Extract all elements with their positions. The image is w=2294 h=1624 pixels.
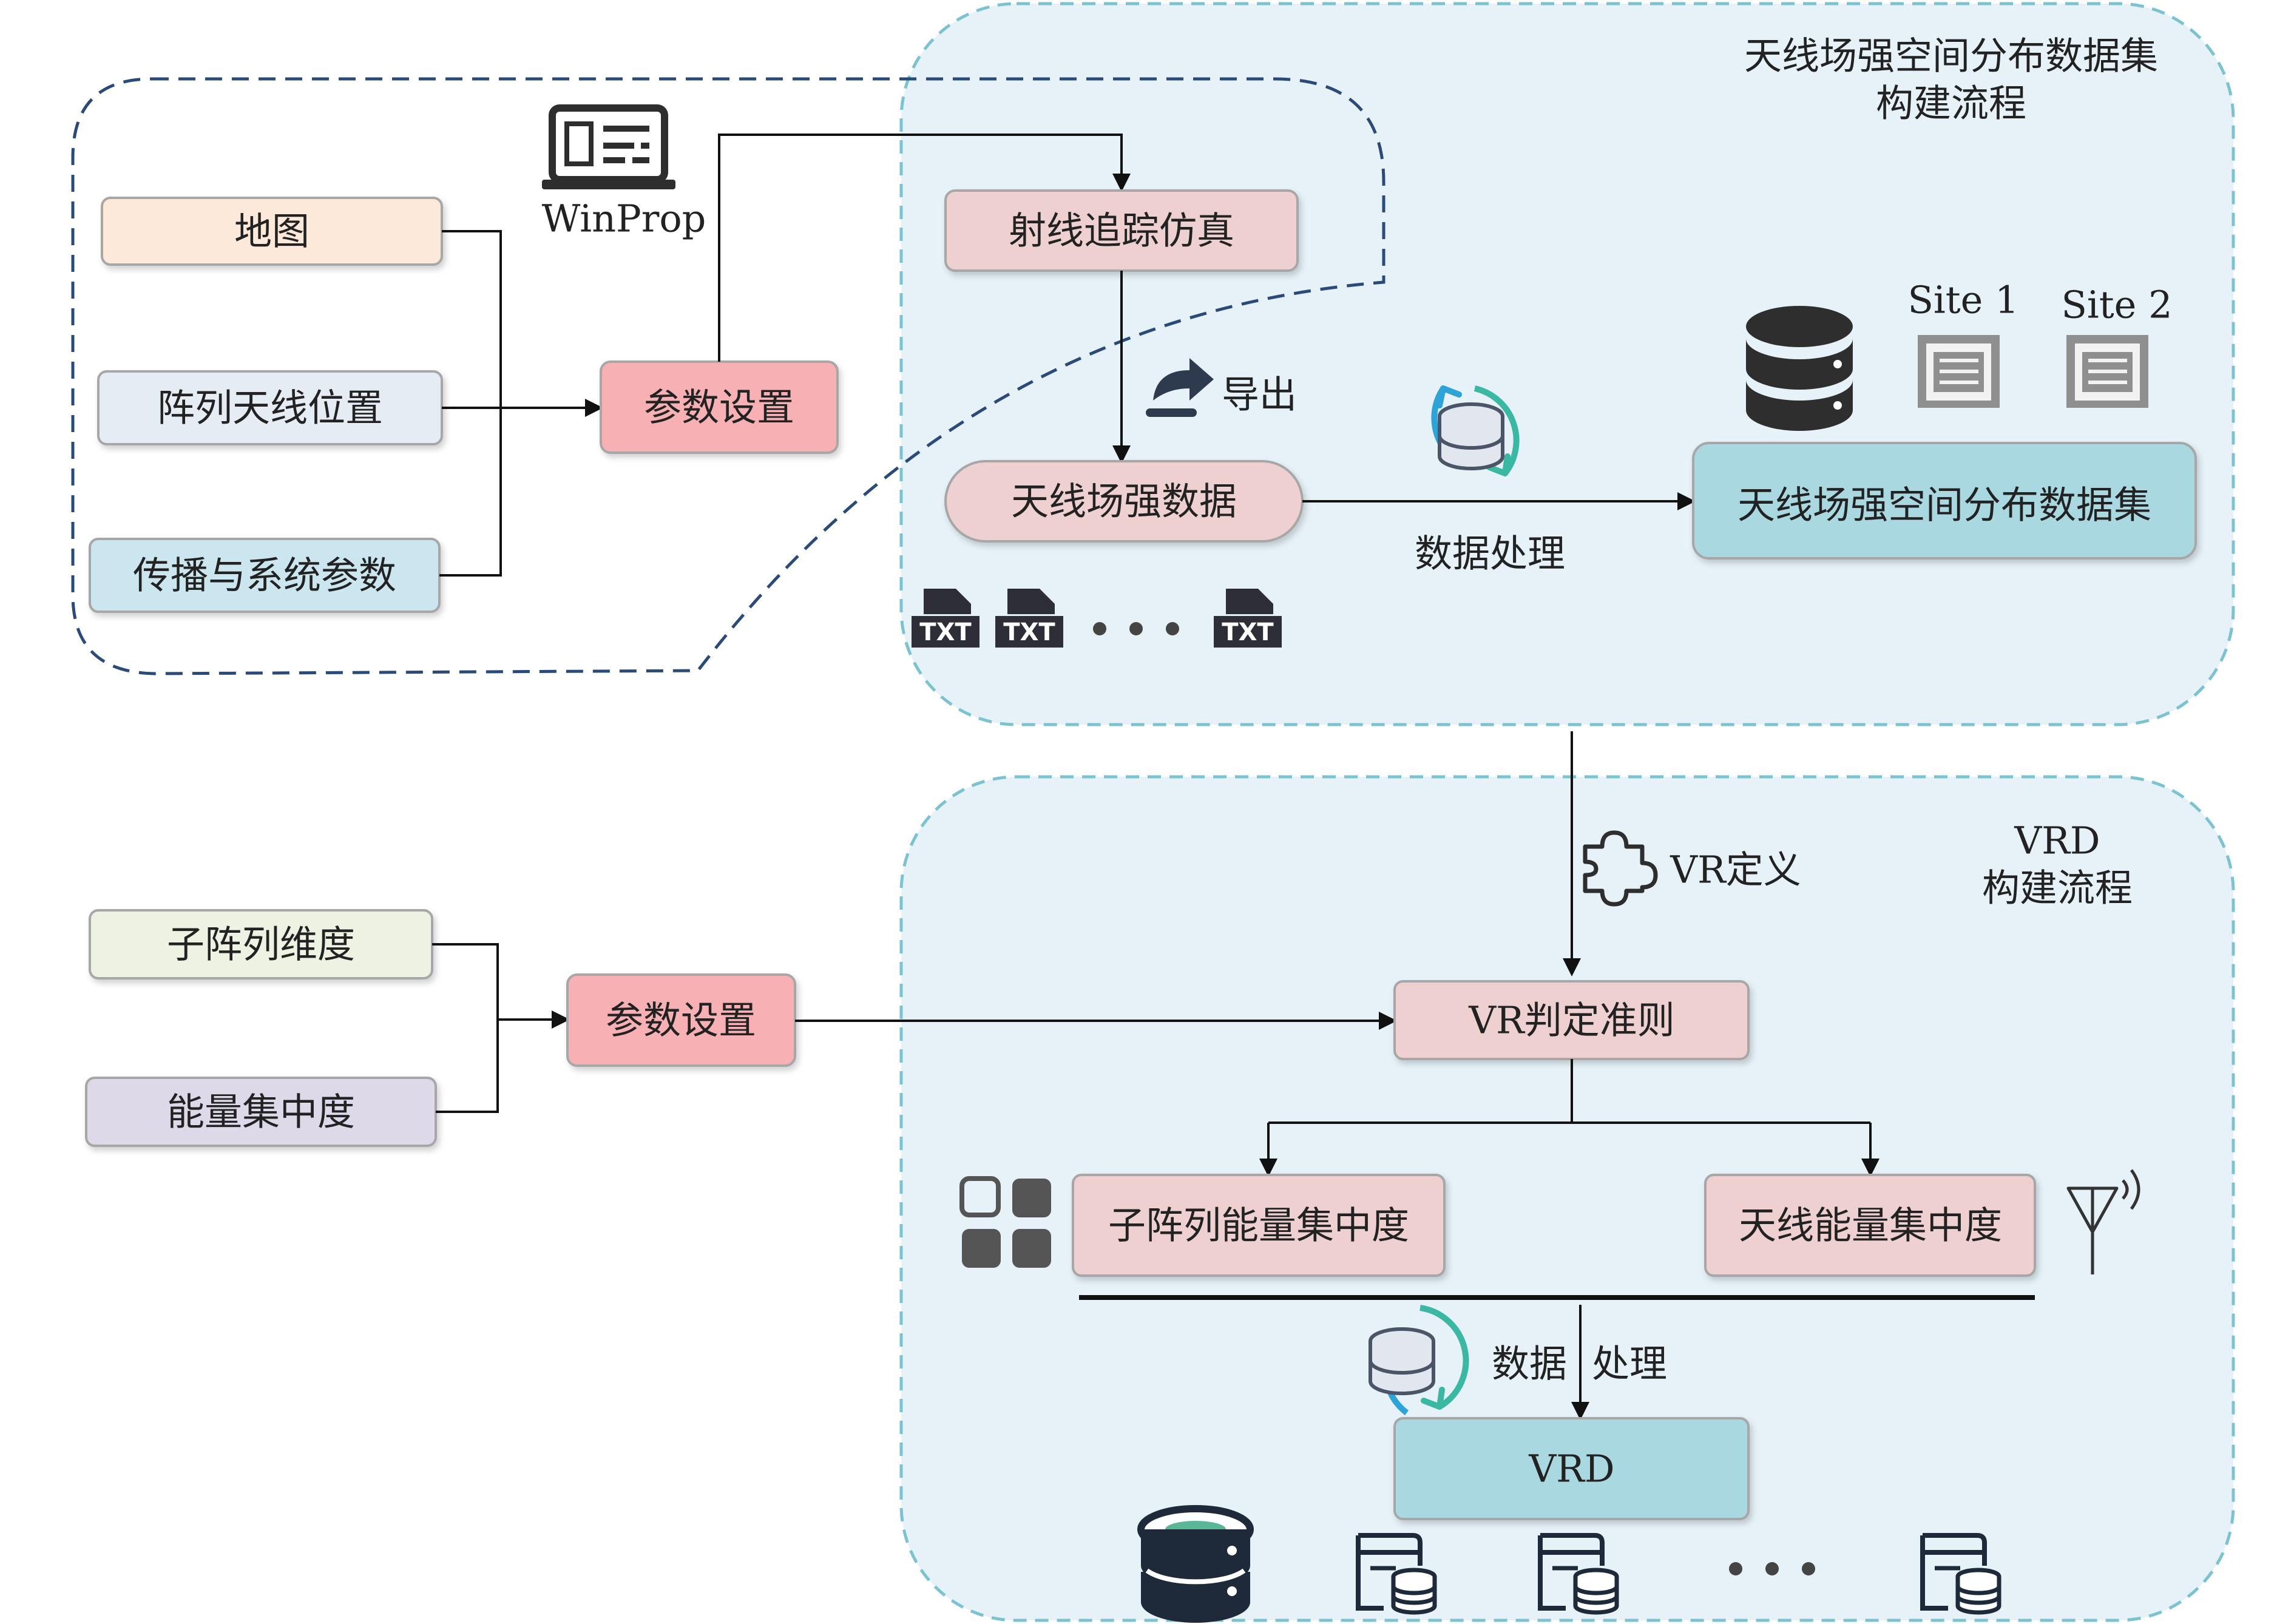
antenna-energy-label: 天线能量集中度	[1739, 1203, 2002, 1248]
site2-label: Site 2	[2061, 283, 2172, 327]
param-setting-top-box: 参数设置	[600, 360, 839, 454]
dataset-box: 天线场强空间分布数据集	[1692, 442, 2197, 560]
input-energy-conc-label: 能量集中度	[167, 1090, 355, 1134]
site2-document-icon	[2066, 335, 2148, 408]
ray-tracing-box: 射线追踪仿真	[944, 189, 1299, 272]
processing-label-bottom: 处理	[1592, 1342, 1667, 1386]
field-data-label: 天线场强数据	[1011, 479, 1237, 524]
vrd-region-title-1: VRD	[2014, 819, 2100, 863]
input-energy-conc-box: 能量集中度	[85, 1077, 437, 1147]
export-label: 导出	[1222, 373, 1297, 417]
subarray-energy-box: 子阵列能量集中度	[1072, 1174, 1446, 1277]
input-subarray-dim-box: 子阵列维度	[89, 909, 433, 979]
puzzle-icon	[1583, 830, 1658, 907]
connector-inputs-bottom	[432, 943, 567, 1113]
database-icon-bottom	[1137, 1505, 1254, 1623]
connector-vr-split	[1268, 1059, 1870, 1124]
ellipsis-dots-top	[1093, 622, 1179, 635]
param-setting-bottom-label: 参数设置	[606, 998, 756, 1043]
txt-file-icon-3: TXT	[1214, 589, 1282, 648]
ray-tracing-label: 射线追踪仿真	[1009, 209, 1234, 253]
input-map-label: 地图	[234, 209, 310, 254]
input-map-box: 地图	[101, 197, 443, 266]
database-icon-top	[1746, 306, 1853, 431]
vr-criterion-box: VR判定准则	[1393, 980, 1750, 1060]
winprop-scope-outline	[71, 77, 1386, 675]
input-array-position-box: 阵列天线位置	[97, 370, 443, 445]
input-subarray-dim-label: 子阵列维度	[167, 922, 355, 967]
doc-db-icon-1	[1356, 1533, 1437, 1615]
export-share-icon	[1146, 358, 1214, 417]
doc-db-icon-2	[1538, 1533, 1619, 1615]
subarray-energy-label: 子阵列能量集中度	[1108, 1203, 1409, 1248]
vrd-box: VRD	[1393, 1417, 1750, 1520]
winprop-laptop-icon	[542, 104, 675, 189]
connector-param-to-raytracing	[718, 134, 1131, 362]
vrd-label: VRD	[1528, 1447, 1614, 1491]
winprop-label: WinProp	[542, 197, 706, 241]
input-propagation-label: 传播与系统参数	[133, 553, 396, 598]
svg-text:TXT: TXT	[1003, 618, 1055, 646]
site1-label: Site 1	[1907, 278, 2018, 322]
grid-apps-icon	[959, 1176, 1051, 1268]
dataset-region-title-2: 构建流程	[1876, 81, 2026, 126]
svg-text:TXT: TXT	[919, 618, 972, 646]
txt-file-icon-1: TXT	[912, 589, 980, 648]
field-data-box: 天线场强数据	[944, 460, 1304, 543]
vr-criterion-label: VR判定准则	[1468, 998, 1674, 1043]
ellipsis-dots-bottom	[1729, 1562, 1815, 1575]
vr-definition-label: VR定义	[1670, 848, 1801, 892]
vrd-region-title-2: 构建流程	[1982, 866, 2133, 910]
data-processing-icon-bottom	[1369, 1305, 1469, 1416]
antenna-energy-box: 天线能量集中度	[1704, 1174, 2036, 1277]
svg-text:TXT: TXT	[1222, 618, 1274, 646]
site1-document-icon	[1918, 335, 2000, 408]
dataset-region	[899, 2, 2235, 726]
param-setting-bottom-box: 参数设置	[566, 973, 796, 1067]
doc-db-icon-3	[1920, 1533, 2001, 1615]
param-setting-top-label: 参数设置	[644, 385, 794, 430]
data-processing-icon-top	[1431, 385, 1520, 476]
txt-file-icon-2: TXT	[995, 589, 1063, 648]
vrd-region	[899, 775, 2235, 1622]
dataset-region-title-1: 天线场强空间分布数据集	[1744, 34, 2158, 78]
input-array-position-label: 阵列天线位置	[157, 386, 383, 430]
connector-inputs-top	[439, 230, 502, 577]
data-label-bottom: 数据	[1492, 1342, 1567, 1386]
dataset-label: 天线场强空间分布数据集	[1737, 483, 2151, 527]
input-propagation-box: 传播与系统参数	[89, 538, 441, 613]
antenna-signal-icon	[2066, 1169, 2140, 1274]
data-processing-label-top: 数据处理	[1415, 532, 1565, 576]
